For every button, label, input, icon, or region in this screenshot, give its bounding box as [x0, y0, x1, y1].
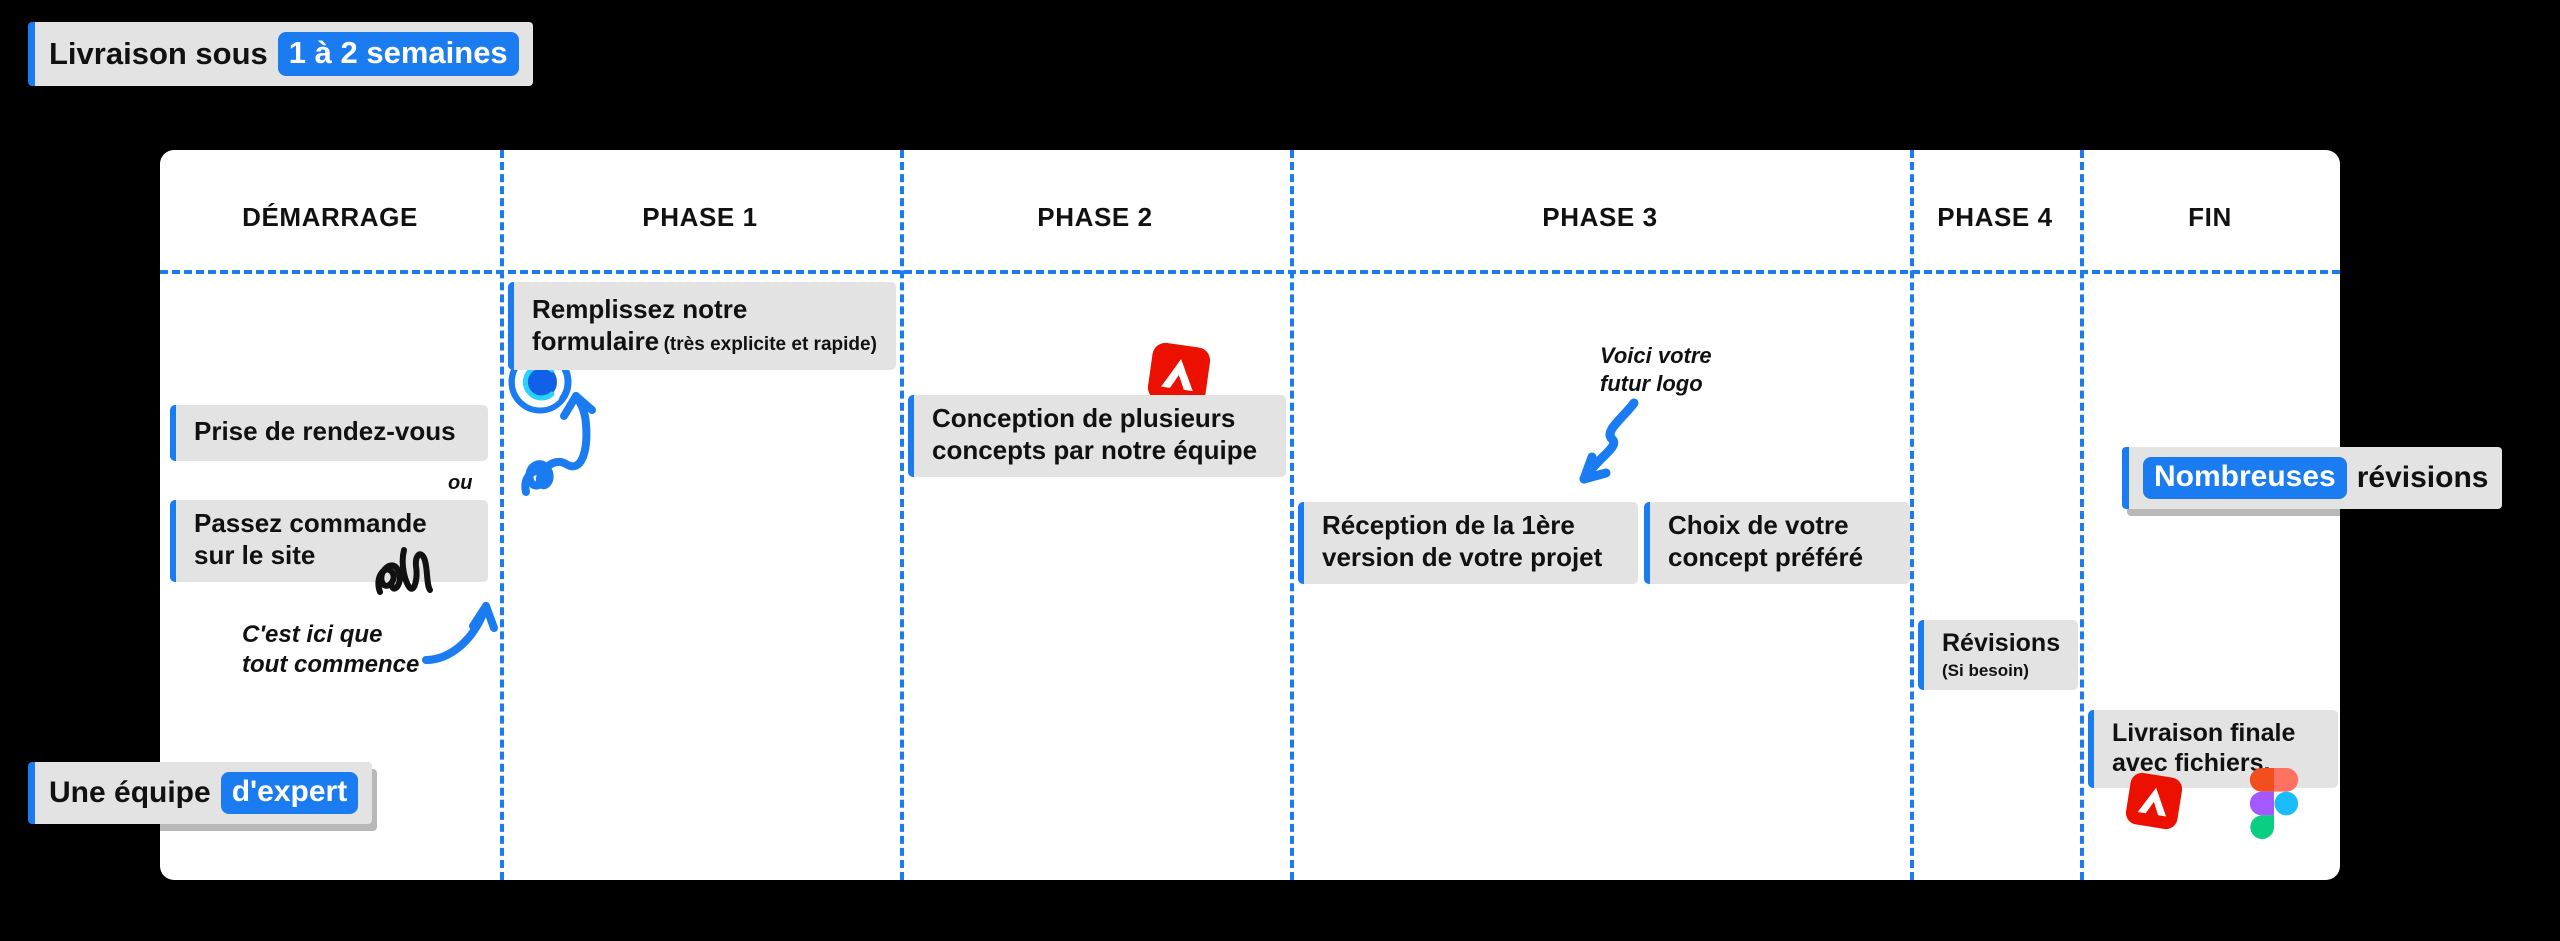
card-ou-label: ou: [448, 472, 473, 494]
badge-team-prefix: Une équipe: [49, 776, 211, 809]
column-header-phase2: PHASE 2: [1037, 202, 1153, 232]
card-revisions: Révisions (Si besoin): [1918, 620, 2078, 690]
squiggle-doodle-icon: [370, 540, 450, 600]
badge-revisions-suffix: révisions: [2356, 461, 2489, 494]
note-voici-logo: Voici votre futur logo: [1600, 343, 1712, 396]
card-livraison-finale-label: Livraison finale avec fichiers.: [2112, 718, 2296, 778]
badge-delivery-time: Livraison sous 1 à 2 semaines: [28, 22, 533, 86]
arrow-up-right-icon: [418, 580, 508, 670]
card-remplissez-sub: (très explicite et rapide): [663, 333, 877, 355]
card-prise-rdv: Prise de rendez-vous: [170, 405, 488, 461]
column-divider-2: [900, 150, 904, 880]
note-cest-ici: C'est ici que tout commence: [242, 621, 420, 678]
adobe-illustrator-icon-fin: [2124, 771, 2183, 830]
card-livraison-finale: Livraison finale avec fichiers.: [2088, 710, 2338, 788]
card-remplissez-line2: formulaire (très explicite et rapide): [532, 325, 877, 356]
card-conception: Conception de plusieurs concepts par not…: [908, 395, 1286, 477]
card-passez-commande: Passez commande sur le site: [170, 500, 488, 582]
curly-arrow-up-icon: [520, 380, 640, 500]
badge-delivery-prefix: Livraison sous: [49, 36, 268, 71]
card-reception-v1: Réception de la 1ère version de votre pr…: [1298, 502, 1638, 584]
card-revisions-sub: (Si besoin): [1942, 660, 2029, 680]
column-header-fin: FIN: [2188, 202, 2232, 232]
card-remplissez-line1: Remplissez notre: [532, 294, 748, 324]
card-prise-rdv-label: Prise de rendez-vous: [194, 416, 456, 447]
column-header-phase3: PHASE 3: [1542, 202, 1658, 232]
card-revisions-title: Révisions: [1942, 629, 2061, 657]
column-header-phase1: PHASE 1: [642, 202, 758, 232]
header-divider: [160, 270, 2340, 274]
zigzag-arrow-down-icon: [1560, 395, 1660, 505]
card-choix-concept-label: Choix de votre concept préféré: [1668, 510, 1864, 572]
figma-icon: [2248, 768, 2300, 840]
badge-revisions-highlight: Nombreuses: [2143, 457, 2347, 499]
column-header-demarrage: DÉMARRAGE: [242, 202, 418, 232]
column-divider-3: [1290, 150, 1294, 880]
card-conception-label: Conception de plusieurs concepts par not…: [932, 403, 1258, 465]
badge-team-expert: Une équipe d'expert: [28, 762, 373, 824]
card-passez-commande-label: Passez commande sur le site: [194, 508, 427, 570]
card-remplissez-formulaire: Remplissez notre formulaire (très explic…: [508, 282, 896, 370]
timeline-board: DÉMARRAGE PHASE 1 PHASE 2 PHASE 3 PHASE …: [160, 150, 2340, 880]
adobe-illustrator-icon: [1146, 341, 1212, 407]
column-header-phase4: PHASE 4: [1937, 202, 2053, 232]
badge-delivery-highlight: 1 à 2 semaines: [277, 32, 519, 76]
card-choix-concept: Choix de votre concept préféré: [1644, 502, 1910, 584]
column-divider-5: [2080, 150, 2084, 880]
column-divider-1: [500, 150, 504, 880]
card-reception-v1-label: Réception de la 1ère version de votre pr…: [1322, 510, 1603, 572]
badge-team-highlight: d'expert: [220, 772, 359, 814]
column-divider-4: [1910, 150, 1914, 880]
badge-nombreuses-revisions: Nombreuses révisions: [2122, 447, 2503, 509]
